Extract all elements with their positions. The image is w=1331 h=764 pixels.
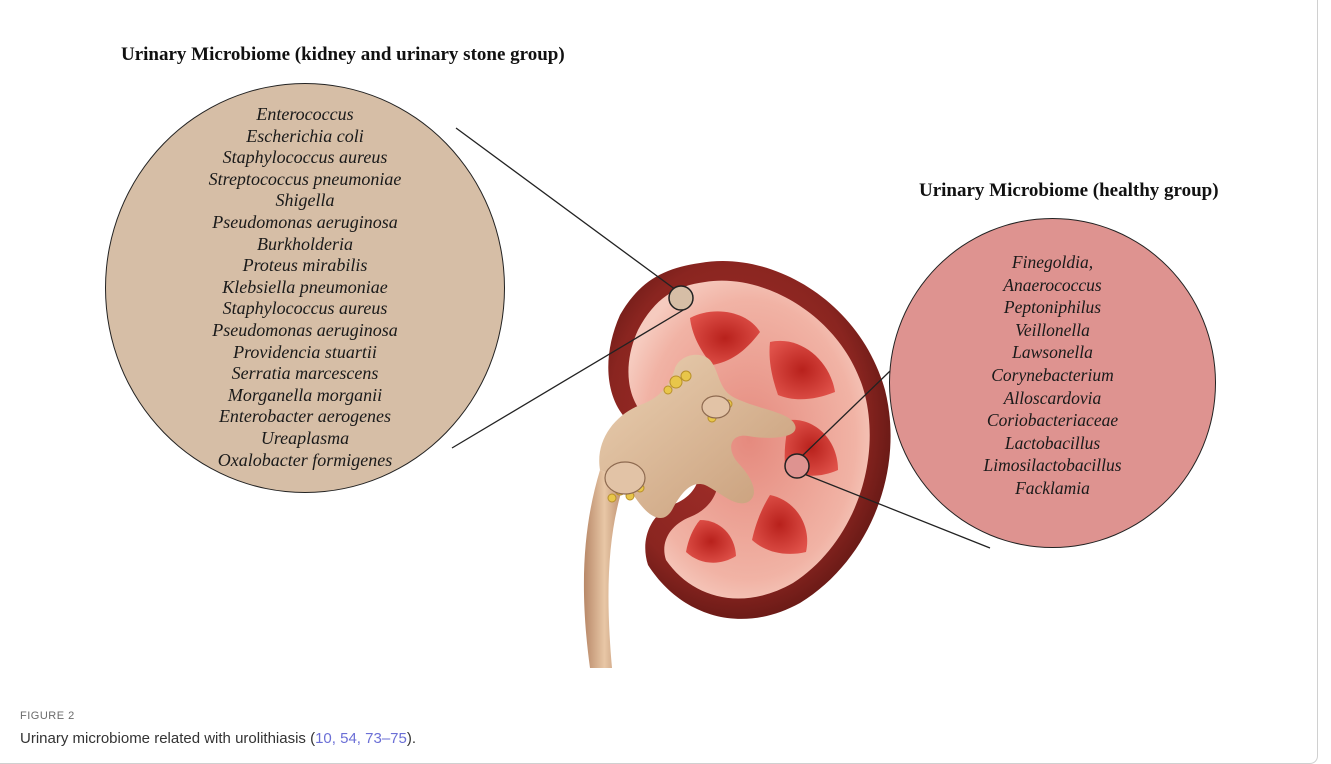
species-name: Veillonella: [1015, 319, 1090, 342]
species-name: Morganella morganii: [228, 385, 382, 407]
species-name: Peptoniphilus: [1004, 296, 1101, 319]
stone-group-circle: Enterococcus Escherichia coli Staphyloco…: [105, 83, 505, 493]
species-name: Proteus mirabilis: [243, 255, 368, 277]
species-name: Facklamia: [1015, 477, 1090, 500]
ureter: [584, 470, 625, 668]
species-name: Limosilactobacillus: [983, 454, 1121, 477]
species-name: Burkholderia: [257, 234, 353, 256]
species-name: Ureaplasma: [261, 428, 349, 450]
caption-references-link[interactable]: 10, 54, 73–75: [315, 730, 407, 747]
species-name: Pseudomonas aeruginosa: [212, 320, 398, 342]
species-name: Anaerococcus: [1003, 274, 1101, 297]
caption-end: ).: [407, 730, 416, 747]
species-name: Coriobacteriaceae: [987, 409, 1118, 432]
species-name: Alloscardovia: [1004, 387, 1102, 410]
species-name: Serratia marcescens: [232, 363, 379, 385]
species-name: Enterococcus: [256, 104, 353, 126]
species-name: Pseudomonas aeruginosa: [212, 212, 398, 234]
species-name: Oxalobacter formigenes: [218, 450, 392, 472]
stone-sample-marker: [669, 286, 693, 310]
species-name: Streptococcus pneumoniae: [209, 169, 402, 191]
species-name: Enterobacter aerogenes: [219, 406, 391, 428]
species-name: Lactobacillus: [1005, 432, 1100, 455]
species-name: Corynebacterium: [991, 364, 1113, 387]
species-name: Lawsonella: [1012, 341, 1093, 364]
figure-label: FIGURE 2: [20, 710, 75, 722]
species-name: Staphylococcus aureus: [223, 147, 388, 169]
species-name: Staphylococcus aureus: [223, 298, 388, 320]
species-name: Shigella: [276, 190, 335, 212]
caption-text: Urinary microbiome related with urolithi…: [20, 730, 315, 747]
healthy-sample-marker: [785, 454, 809, 478]
species-name: Finegoldia,: [1012, 251, 1093, 274]
figure-caption: Urinary microbiome related with urolithi…: [20, 730, 416, 747]
healthy-group-circle: Finegoldia, Anaerococcus Peptoniphilus V…: [889, 218, 1216, 548]
species-name: Providencia stuartii: [233, 342, 377, 364]
species-name: Klebsiella pneumoniae: [222, 277, 387, 299]
species-name: Escherichia coli: [246, 126, 363, 148]
